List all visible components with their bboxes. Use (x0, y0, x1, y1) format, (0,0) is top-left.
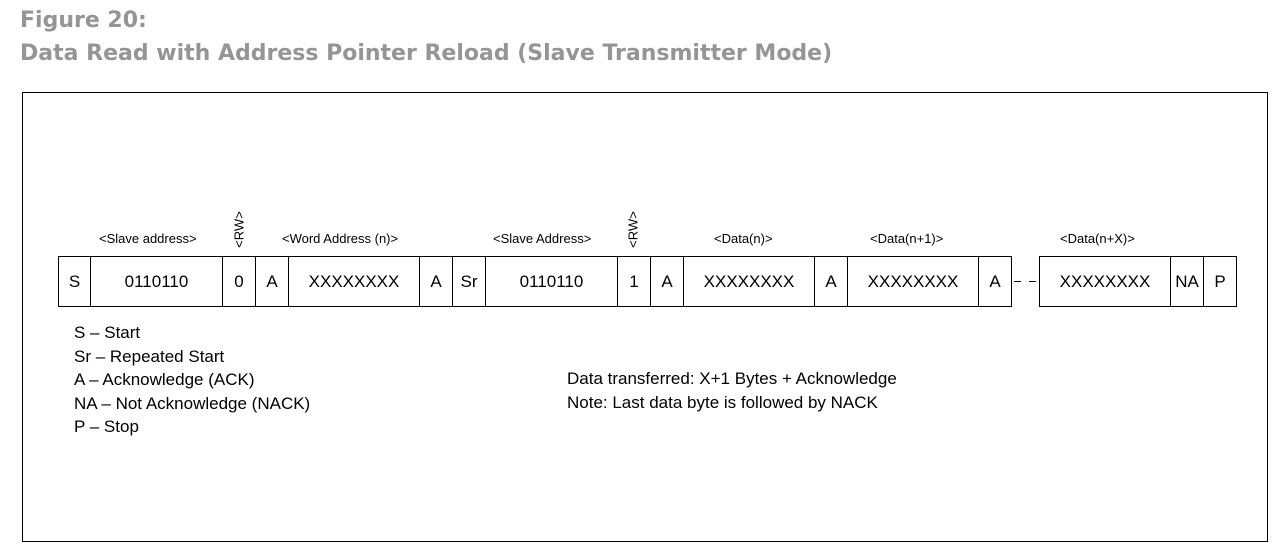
repeated-start-cell: Sr (452, 256, 486, 307)
label-slave-address-2: <Slave Address> (493, 231, 592, 246)
start-cell: S (58, 256, 91, 307)
rw-cell-1: 0 (222, 256, 256, 307)
stop-cell: P (1203, 256, 1237, 307)
figure-title: Data Read with Address Pointer Reload (S… (20, 41, 833, 66)
continuation-dash-1 (1014, 281, 1021, 282)
figure-number: Figure 20: (20, 8, 147, 33)
diagram-frame (22, 92, 1268, 542)
ack-cell-4: A (814, 256, 848, 307)
note-data-transferred: Data transferred: X+1 Bytes + Acknowledg… (567, 369, 897, 388)
nack-cell: NA (1170, 256, 1204, 307)
legend-repeated-start: Sr – Repeated Start (74, 346, 225, 366)
label-rw-1: <RW> (231, 211, 247, 248)
legend-ack: A – Acknowledge (ACK) (74, 370, 255, 389)
rw-cell-2: 1 (617, 256, 651, 307)
label-word-address: <Word Address (n)> (282, 231, 399, 246)
slave-address-cell-1: 0110110 (90, 256, 223, 307)
ack-cell-2: A (419, 256, 453, 307)
label-rw-2: <RW> (625, 211, 641, 248)
ack-cell-1: A (255, 256, 289, 307)
note-last-byte: Note: Last data byte is followed by NACK (567, 392, 878, 412)
continuation-dash-2 (1029, 281, 1036, 282)
legend: S – Start Sr – Repeated Start A – Acknow… (74, 321, 310, 439)
word-address-cell: XXXXXXXX (288, 256, 420, 307)
label-data-nx: <Data(n+X)> (1060, 231, 1135, 246)
ack-cell-3: A (650, 256, 684, 307)
legend-start: S – Start (74, 323, 141, 342)
ack-cell-5: A (978, 256, 1012, 307)
slave-address-cell-2: 0110110 (485, 256, 618, 307)
label-data-n: <Data(n)> (714, 231, 773, 246)
label-data-n1: <Data(n+1)> (870, 231, 944, 246)
legend-nack: NA – Not Acknowledge (NACK) (74, 393, 311, 413)
data-n-cell: XXXXXXXX (683, 256, 815, 307)
legend-stop: P – Stop (74, 417, 139, 436)
notes: Data transferred: X+1 Bytes + Acknowledg… (567, 367, 897, 414)
data-nx-cell: XXXXXXXX (1039, 256, 1171, 307)
data-n1-cell: XXXXXXXX (847, 256, 979, 307)
label-slave-address-1: <Slave address> (99, 231, 197, 246)
